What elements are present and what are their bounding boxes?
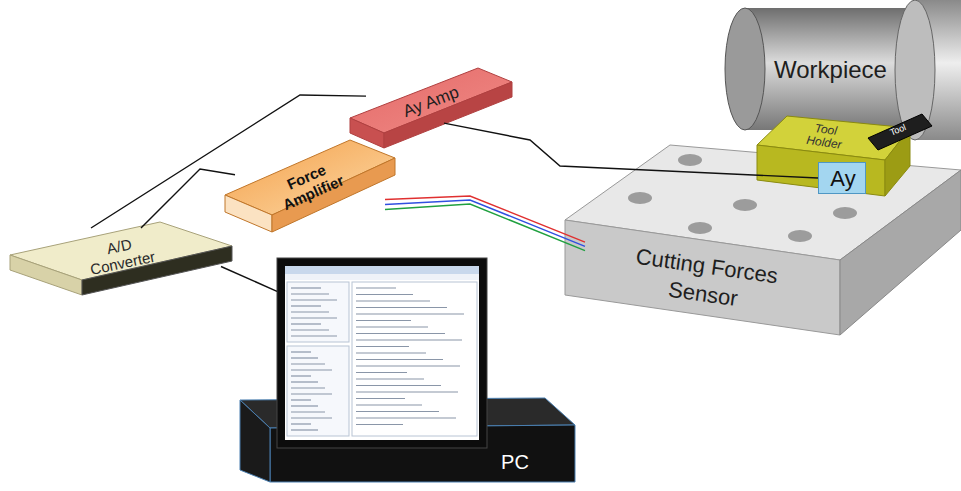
screen-line — [356, 287, 396, 288]
screen-line — [356, 333, 445, 334]
screen-text-lines — [291, 288, 464, 430]
screen-line — [356, 300, 430, 301]
screen-line — [356, 365, 460, 366]
tool-holder: Tool HolderAy — [757, 116, 910, 196]
screen-line — [291, 357, 318, 358]
screen-line — [291, 429, 318, 430]
screen-line — [291, 399, 311, 400]
screen-line — [356, 359, 443, 360]
screen-line — [356, 294, 413, 295]
pc-computer — [240, 258, 575, 482]
plate-side — [840, 170, 961, 335]
sensor-plate: Cutting Forces Sensor — [585, 238, 825, 322]
node-label: Ay Amp — [400, 82, 461, 121]
node-label: Force Amplifier — [262, 152, 358, 219]
screen-line — [356, 404, 422, 405]
monitor-screen — [285, 266, 479, 440]
hole — [833, 207, 857, 219]
screen-line — [291, 351, 311, 352]
screen-line — [356, 385, 441, 386]
pc-unit: PC — [277, 258, 575, 480]
node-label: A/D Converter — [74, 230, 169, 281]
screen-line — [356, 320, 411, 321]
signal-wire — [444, 123, 818, 178]
cylinder-end — [725, 8, 765, 130]
node-label: Workpiece — [774, 56, 887, 84]
hole — [733, 199, 757, 211]
force-amp-block — [225, 140, 395, 232]
monitor-frame — [277, 258, 487, 448]
screen-line — [356, 391, 458, 392]
screen-line — [291, 369, 332, 370]
screen-line — [291, 293, 329, 294]
node-label: PC — [501, 451, 529, 474]
window-titlebar — [285, 266, 479, 274]
screen-line — [291, 317, 337, 318]
hole — [628, 192, 652, 204]
screen-line — [356, 417, 456, 418]
window-menubar — [285, 274, 479, 280]
node-label: Tool — [888, 122, 907, 138]
amp-front — [225, 195, 272, 232]
sensor-box: Ay — [818, 162, 866, 194]
screen-line — [291, 311, 329, 312]
signal-wire — [141, 169, 235, 228]
screen-line — [291, 423, 311, 424]
hole — [788, 230, 812, 242]
screen-line — [291, 305, 321, 306]
screen-line — [356, 378, 424, 379]
amplifier-box: Ay Amp — [366, 80, 496, 123]
screen-line — [291, 417, 332, 418]
node-label: Cutting Forces Sensor — [612, 240, 798, 320]
workpiece-label: Workpiece — [768, 45, 893, 95]
screen-line — [356, 307, 447, 308]
screen-line — [291, 411, 325, 412]
screen-line — [291, 335, 337, 336]
signal-wire — [221, 266, 277, 291]
screen-line — [291, 329, 329, 330]
screen-line — [356, 346, 409, 347]
screen-line — [291, 387, 325, 388]
screen-line — [291, 375, 311, 376]
screen-line — [291, 363, 325, 364]
node-label: Ay — [830, 168, 855, 190]
converter-front — [10, 255, 82, 295]
mounting-holes — [628, 154, 882, 242]
node-label: Tool Holder — [794, 119, 857, 152]
tool-insert — [868, 114, 932, 150]
screen-line — [356, 339, 462, 340]
signal-wire — [385, 204, 585, 251]
converter-box: A/D Converter — [21, 228, 221, 283]
tool-insert-label: Tool — [872, 118, 924, 142]
signal-wire — [91, 95, 366, 228]
screen-line — [291, 323, 321, 324]
pc-base-side — [240, 400, 270, 482]
screen-line — [356, 424, 403, 425]
window-panel — [352, 282, 477, 436]
screen-line — [291, 405, 318, 406]
screen-line — [356, 411, 439, 412]
amplifier-box: Force Amplifier — [235, 150, 385, 221]
screen-line — [356, 352, 426, 353]
window-panel — [287, 346, 349, 436]
screen-line — [356, 326, 428, 327]
screen-line — [291, 393, 332, 394]
screen-line — [356, 398, 405, 399]
screen-line — [356, 313, 464, 314]
screen-line — [356, 372, 407, 373]
screen-line — [291, 381, 318, 382]
plate-front — [565, 220, 840, 335]
screen-line — [291, 299, 337, 300]
tool-holder-block — [757, 116, 910, 196]
holder-front — [757, 145, 885, 196]
hole — [678, 154, 702, 166]
amp-side — [384, 82, 512, 148]
window-panel — [287, 282, 349, 342]
ad-converter-block — [10, 222, 232, 295]
ay-amp-block — [350, 68, 512, 148]
screen-line — [291, 287, 321, 288]
hole — [688, 222, 712, 234]
